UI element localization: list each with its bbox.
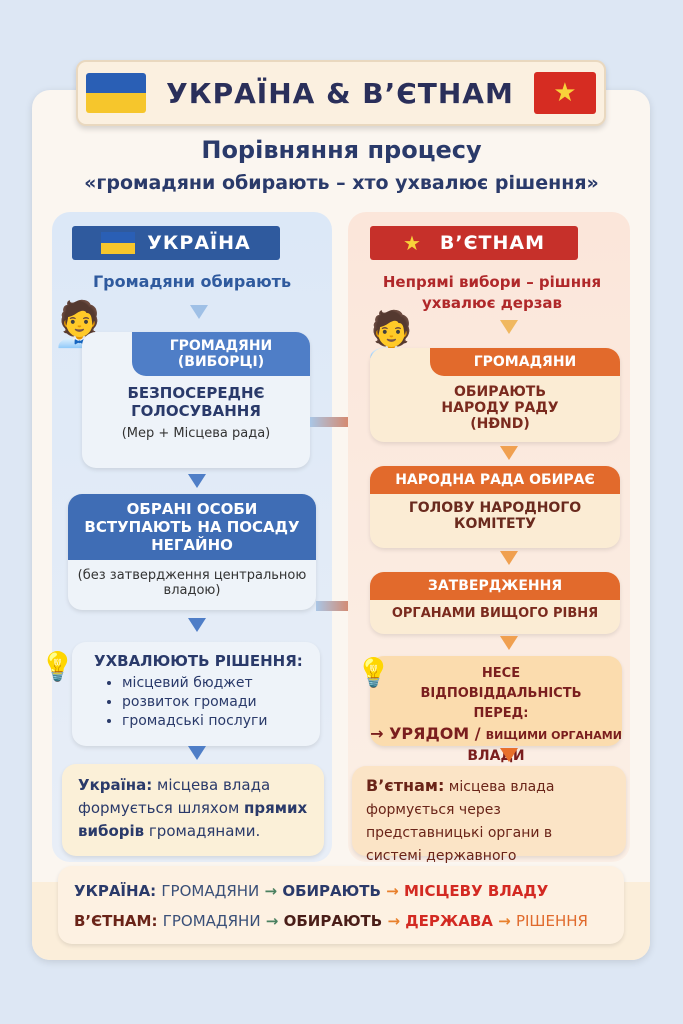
arrow-down-icon (188, 746, 206, 760)
footer-label: УКРАЇНА: (74, 882, 157, 900)
step-header: ОБРАНІ ОСОБИ ВСТУПАЮТЬ НА ПОСАДУ НЕГАЙНО (68, 494, 316, 560)
step-title: БЕЗПОСЕРЕДНЄ ГОЛОСУВАННЯ (127, 384, 265, 420)
arrow-down-icon (500, 446, 518, 460)
star-icon: ★ (402, 231, 422, 255)
page-subtitle: «громадяни обирають – хто ухвалює рішенн… (84, 172, 599, 194)
arrow-right-icon: → (498, 912, 511, 930)
connector-arrow-icon (310, 417, 358, 427)
step-header: ЗАТВЕРДЖЕННЯ (370, 572, 620, 600)
arrow-down-icon (500, 551, 518, 565)
step-title: ОРГАНАМИ ВИЩОГО РІВНЯ (391, 606, 599, 621)
vietnam-label: В’ЄТНАМ (439, 232, 546, 254)
ukraine-flag-icon (101, 232, 136, 254)
footer-row-vietnam: В’ЄТНАМ: ГРОМАДЯНИ → ОБИРАЮТЬ → ДЕРЖАВА … (74, 906, 608, 936)
ukraine-step1: ГРОМАДЯНИ (ВИБОРЦІ) БЕЗПОСЕРЕДНЄ ГОЛОСУВ… (82, 332, 310, 468)
list-item: громадські послуги (122, 712, 320, 731)
step-title: ОБИРАЮТЬ НАРОДУ РАДУ (HĐND) (441, 384, 559, 432)
step-arrow-text: → УРЯДОМ / (370, 724, 481, 743)
arrow-right-icon: → (387, 912, 401, 930)
header-banner: УКРАЇНА & В’ЄТНАМ ★ (76, 60, 606, 126)
connector-arrow-icon (316, 601, 358, 611)
vietnam-step4: НЕСЕ ВІДПОВІДДАЛЬНІСТЬ ПЕРЕД: → УРЯДОМ /… (370, 656, 622, 764)
ukraine-label: УКРАЇНА (147, 232, 251, 254)
summary-bold: прямих виборів (78, 799, 308, 840)
vietnam-subtitle: Непрямі вибори – рішння ухвалює дерзав (382, 273, 602, 312)
list-item: місцевий бюджет (122, 674, 320, 693)
lightbulb-icon: 💡 (40, 650, 75, 683)
footer-summary: УКРАЇНА: ГРОМАДЯНИ → ОБИРАЮТЬ → МІСЦЕВУ … (58, 866, 624, 944)
step-header: ГРОМАДЯНИ (ВИБОРЦІ) (132, 332, 310, 376)
step-small-text: ВИЩИМИ ОРГАНАМИ (485, 729, 622, 742)
arrow-right-icon: → (386, 882, 399, 900)
vietnam-step2: НАРОДНА РАДА ОБИРАЄ ГОЛОВУ НАРОДНОГО КОМ… (370, 466, 620, 548)
ukraine-step2: ОБРАНІ ОСОБИ ВСТУПАЮТЬ НА ПОСАДУ НЕГАЙНО… (68, 494, 316, 610)
footer-step: ГРОМАДЯНИ (161, 882, 260, 900)
step-title: УХВАЛЮЮТЬ РІШЕННЯ: (94, 652, 303, 670)
header-title: УКРАЇНА & В’ЄТНАМ (166, 76, 514, 110)
arrow-right-icon: → (264, 882, 278, 900)
arrow-down-icon (500, 320, 518, 334)
summary-label: В’єтнам: (366, 776, 445, 795)
footer-label: В’ЄТНАМ: (74, 912, 158, 930)
arrow-down-icon (500, 636, 518, 650)
ukraine-summary: Україна: місцева влада формується шляхом… (62, 764, 324, 856)
summary-text: місцева влада формується через представн… (366, 779, 555, 864)
footer-step: МІСЦЕВУ ВЛАДУ (403, 882, 549, 900)
step-title: ГОЛОВУ НАРОДНОГО КОМІТЕТУ (408, 500, 582, 532)
footer-step: ГРОМАДЯНИ (162, 912, 261, 930)
vietnam-step1: ГРОМАДЯНИ ОБИРАЮТЬ НАРОДУ РАДУ (HĐND) (370, 348, 620, 442)
footer-step: ДЕРЖАВА (405, 912, 493, 930)
footer-step: РІШЕННЯ (515, 912, 588, 930)
arrow-down-icon (188, 474, 206, 488)
ukraine-ribbon: УКРАЇНА (72, 226, 280, 260)
step-header: ГРОМАДЯНИ (430, 348, 620, 376)
summary-label: Україна: (78, 776, 153, 794)
arrow-down-icon (190, 305, 208, 319)
step-title: НЕСЕ ВІДПОВІДДАЛЬНІСТЬ ПЕРЕД: (420, 666, 582, 721)
arrow-down-icon (188, 618, 206, 632)
lightbulb-icon: 💡 (356, 656, 391, 689)
footer-step: ОБИРАЮТЬ (282, 882, 381, 900)
ukraine-flag-icon (86, 73, 147, 113)
footer-step: ОБИРАЮТЬ (283, 912, 383, 930)
step-note: (Мер + Місцева рада) (121, 426, 271, 441)
ukraine-step3: УХВАЛЮЮТЬ РІШЕННЯ: місцевий бюджет розви… (72, 642, 320, 746)
vietnam-ribbon: ★ В’ЄТНАМ (370, 226, 578, 260)
vietnam-flag-icon: ★ (533, 72, 596, 114)
footer-row-ukraine: УКРАЇНА: ГРОМАДЯНИ → ОБИРАЮТЬ → МІСЦЕВУ … (74, 876, 608, 906)
ukraine-subtitle: Громадяни обирають (92, 272, 292, 291)
summary-text: місцева влада формується шляхом (78, 776, 271, 817)
vietnam-summary: В’єтнам: місцева влада формується через … (352, 766, 626, 864)
arrow-down-icon (500, 748, 518, 762)
step-note: (без затвердження центральною владою) (77, 568, 307, 598)
step-text: ВЛАДИ (467, 748, 525, 764)
vietnam-step3: ЗАТВЕРДЖЕННЯ ОРГАНАМИ ВИЩОГО РІВНЯ (370, 572, 620, 634)
summary-text: громадянами. (144, 822, 261, 840)
step-header: НАРОДНА РАДА ОБИРАЄ (370, 466, 620, 494)
arrow-right-icon: → (265, 912, 279, 930)
list-item: розвиток громади (122, 693, 320, 712)
page-title: Порівняння процесу (201, 136, 482, 164)
